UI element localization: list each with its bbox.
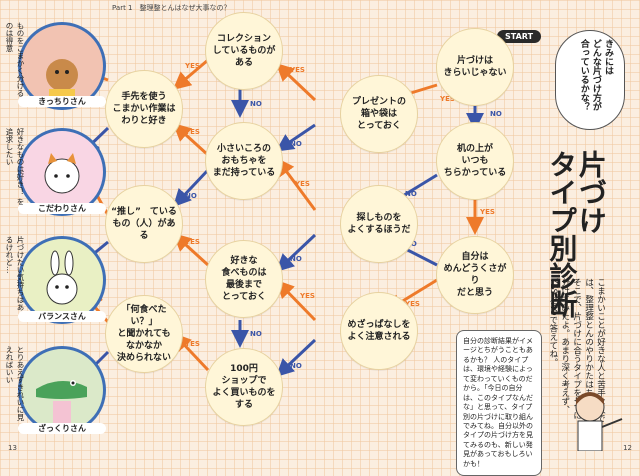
yes-label: YES [480, 208, 495, 216]
result-phrase: ものをこまかく分けるのは得意 [5, 22, 25, 97]
cat-illustration [44, 153, 80, 194]
question-node-q4: プレゼントの 箱や袋は とっておく [340, 75, 418, 153]
note-box: 自分の診断結果がイメージとちがうこともあるかも？ 人のタイプは、環境や経験によっ… [456, 330, 542, 476]
result-name: バランスさん [18, 311, 106, 322]
no-label: NO [250, 330, 262, 338]
question-node-q2: 机の上が いつも ちらかっている [436, 122, 514, 200]
question-node-q13: 「何食べたい？」 と聞かれても なかなか 決められない [105, 295, 183, 373]
question-node-q3: 自分は めんどうくさがり だと思う [436, 236, 514, 314]
result-name: きっちりさん [18, 96, 106, 107]
crocodile-illustration [36, 380, 87, 429]
page-header: Part 1 整理整とんはなぜ大事なの？ [112, 4, 231, 12]
yes-label: YES [290, 66, 305, 74]
yes-label: YES [185, 62, 200, 70]
question-node-q5: 探しものを よくするほうだ [340, 185, 418, 263]
intro-text: こまかいことが好きな人と苦手な人では、整理整とんのやりかたはちがう。そこで、片づ… [547, 278, 606, 423]
rabbit-illustration [46, 250, 78, 305]
start-badge: START [497, 30, 542, 43]
no-label: NO [490, 110, 502, 118]
result-kodawari [18, 128, 106, 216]
page-number-left: 13 [8, 444, 17, 452]
no-label: NO [185, 192, 197, 200]
result-name: ざっくりさん [18, 423, 106, 434]
squirrel-illustration [46, 59, 78, 107]
result-balance [18, 236, 106, 324]
page-title: 片づけ タイプ別診断 [545, 150, 608, 318]
yes-label: YES [185, 128, 200, 136]
question-node-q11: 手先を使う こまかい作業は わりと好き [105, 70, 183, 148]
result-phrase: とりあえずきれいに見えればいい [5, 346, 25, 421]
no-label: NO [290, 140, 302, 148]
girl-illustration [575, 392, 623, 451]
yes-label: YES [185, 238, 200, 246]
result-name: こだわりさん [18, 203, 106, 214]
yes-label: YES [300, 292, 315, 300]
question-node-q10: 100円 ショップで よく買いものを する [205, 348, 283, 426]
result-phrase: 好きなものは好き！ を追求したい [5, 128, 25, 206]
question-node-q7: コレクション しているものが ある [205, 12, 283, 90]
question-node-q12: “推し” ている もの（人）がある [105, 185, 183, 263]
yes-label: YES [405, 300, 420, 308]
no-label: NO [405, 190, 417, 198]
result-zakkuri [18, 346, 106, 434]
no-label: NO [290, 362, 302, 370]
result-phrase: 片づけたい気持ちはあるけれど… [5, 236, 25, 311]
yes-label: YES [185, 340, 200, 348]
question-node-q1: 片づけは きらいじゃない [436, 28, 514, 106]
question-bubble: きみには どんな片づけ方が 合っているかな？ [555, 30, 625, 130]
no-label: NO [250, 100, 262, 108]
no-label: NO [290, 255, 302, 263]
question-node-q9: 好きな 食べものは 最後まで とっておく [205, 240, 283, 318]
question-node-q8: 小さいころの おもちゃを まだ持っている [205, 122, 283, 200]
yes-label: YES [295, 180, 310, 188]
yes-label: YES [440, 95, 455, 103]
question-node-q6: めざっぱなしを よく注意される [340, 292, 418, 370]
page-number-right: 12 [623, 444, 632, 452]
